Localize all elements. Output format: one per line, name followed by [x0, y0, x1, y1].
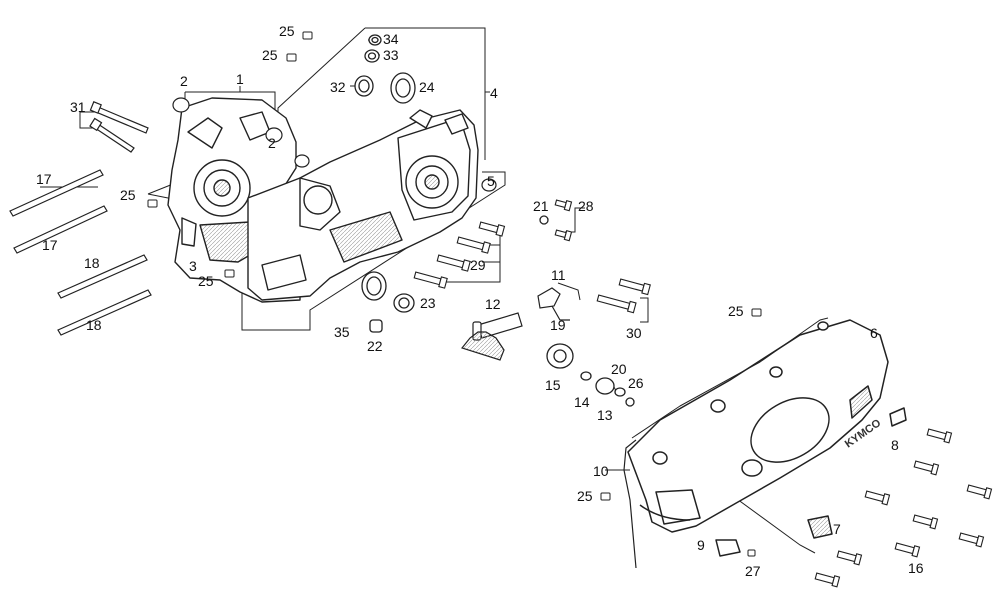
callout-12: 12: [485, 296, 501, 312]
callout-35: 35: [334, 324, 350, 340]
callout-7: 7: [833, 521, 841, 537]
callout-2: 2: [268, 135, 276, 151]
callout-31: 31: [70, 99, 86, 115]
callout-26: 26: [628, 375, 644, 391]
bolts: [413, 199, 993, 588]
callout-32: 32: [330, 79, 346, 95]
callout-29: 29: [470, 257, 486, 273]
callout-4: 4: [490, 85, 498, 101]
kick-starter-shaft: [460, 287, 570, 361]
dowel-pins: [147, 31, 762, 557]
callout-17: 17: [42, 237, 58, 253]
callout-25: 25: [198, 273, 214, 289]
callout-30: 30: [626, 325, 642, 341]
callout-24: 24: [419, 79, 435, 95]
callout-10: 10: [593, 463, 609, 479]
callout-8: 8: [891, 437, 899, 453]
callout-34: 34: [383, 31, 399, 47]
callout-15: 15: [545, 377, 561, 393]
seals-bearings: [354, 34, 635, 407]
callout-25: 25: [262, 47, 278, 63]
callout-2: 2: [180, 73, 188, 89]
callout-28: 28: [578, 198, 594, 214]
callout-14: 14: [574, 394, 590, 410]
callout-25: 25: [577, 488, 593, 504]
callout-18: 18: [86, 317, 102, 333]
callout-33: 33: [383, 47, 399, 63]
studs: [9, 101, 152, 336]
callout-6: 6: [870, 325, 878, 341]
callout-27: 27: [745, 563, 761, 579]
callout-25: 25: [120, 187, 136, 203]
callout-25: 25: [279, 23, 295, 39]
callout-16: 16: [908, 560, 924, 576]
callout-3: 3: [189, 258, 197, 274]
callout-19: 19: [550, 317, 566, 333]
callout-9: 9: [697, 537, 705, 553]
callout-1: 1: [236, 71, 244, 87]
transmission-cover: [623, 317, 907, 569]
bushings: [172, 97, 497, 192]
right-crankcase: [247, 109, 479, 301]
callout-25: 25: [728, 303, 744, 319]
callout-5: 5: [487, 173, 495, 189]
callout-22: 22: [367, 338, 383, 354]
callout-11: 11: [551, 267, 566, 283]
callout-13: 13: [597, 407, 613, 423]
callout-17: 17: [36, 171, 52, 187]
callout-20: 20: [611, 361, 627, 377]
callout-18: 18: [84, 255, 100, 271]
callout-21: 21: [533, 198, 549, 214]
callout-23: 23: [420, 295, 436, 311]
